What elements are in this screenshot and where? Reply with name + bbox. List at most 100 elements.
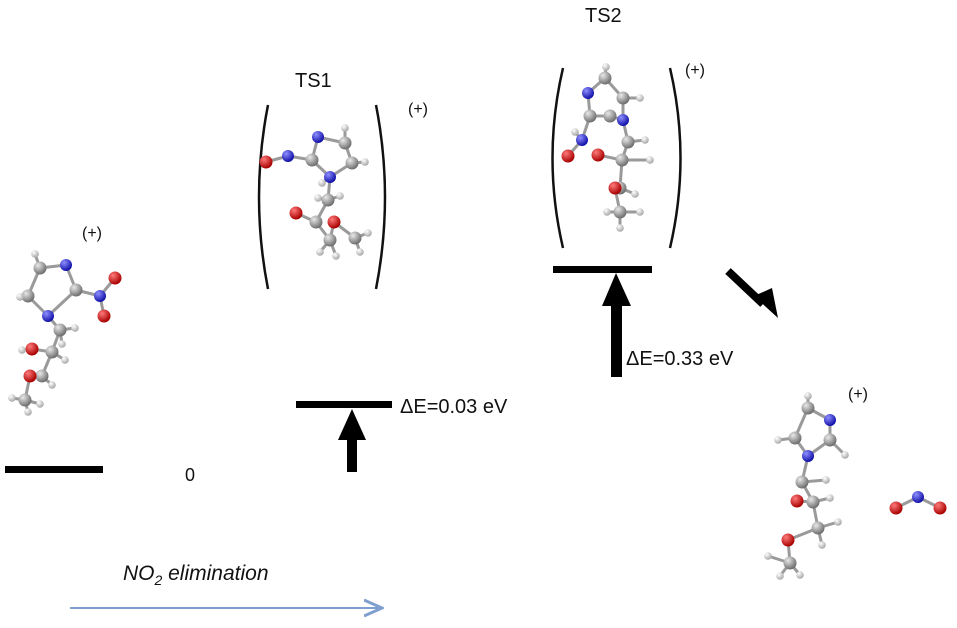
nitrogen-atom (324, 171, 336, 183)
carbon-atom (621, 135, 635, 149)
hydrogen-atom (818, 541, 826, 549)
nitrogen-atom (576, 134, 588, 146)
oxygen-atom (561, 149, 575, 163)
hydrogen-atom (804, 392, 812, 400)
axis-title-text: elimination (162, 562, 269, 585)
hydrogen-atom (58, 340, 66, 348)
carbon-atom (806, 495, 820, 509)
carbon-atom (348, 231, 362, 245)
hydrogen-atom (8, 394, 16, 402)
nitrogen-atom (60, 259, 72, 271)
hydrogen-atom (603, 208, 611, 216)
ts1-label: TS1 (295, 70, 332, 92)
carbon-atom (345, 156, 359, 170)
ts1-bracket-left (257, 104, 270, 290)
carbon-atom (321, 193, 335, 207)
ts1-energy-label: ΔE=0.03 eV (400, 396, 508, 418)
oxygen-atom (591, 148, 605, 162)
ts2-charge: (+) (685, 62, 705, 79)
hydrogen-atom (71, 324, 79, 332)
carbon-atom (615, 153, 629, 167)
hydrogen-atom (764, 552, 772, 560)
nitrogen-atom (582, 87, 594, 99)
oxygen-atom (108, 271, 122, 285)
nitrogen-atom (94, 290, 106, 302)
oxygen-atom (608, 181, 622, 195)
oxygen-atom (289, 206, 303, 220)
hydrogen-atom (332, 252, 340, 260)
nitrogen-atom (617, 114, 629, 126)
nitrogen-atom (802, 450, 814, 462)
hydrogen-atom (776, 572, 784, 580)
carbon-atom (18, 393, 32, 407)
carbon-atom (598, 71, 612, 85)
ts1-bracket-right (374, 104, 387, 290)
ts1-molecule (259, 124, 372, 260)
hydrogen-atom (361, 158, 369, 166)
oxygen-atom (790, 494, 804, 508)
ts1-level (296, 401, 392, 408)
carbon-atom (309, 215, 323, 229)
ts1-barrier-arrow (338, 409, 366, 472)
hydrogen-atom (336, 192, 344, 200)
ts2-bracket-left (551, 67, 565, 249)
carbon-atom (53, 323, 67, 337)
product-charge: (+) (848, 386, 868, 403)
nitrogen-atom (312, 131, 324, 143)
hydrogen-atom (646, 156, 654, 164)
oxygen-atom (25, 342, 39, 356)
hydrogen-atom (826, 494, 834, 502)
hydrogen-atom (834, 518, 842, 526)
hydrogen-atom (316, 248, 324, 256)
hydrogen-atom (616, 224, 624, 232)
carbon-atom (305, 153, 319, 167)
carbon-atom (616, 91, 630, 105)
carbon-atom (613, 205, 627, 219)
hydrogen-atom (364, 229, 372, 237)
oxygen-atom (781, 533, 795, 547)
product-molecule (764, 392, 849, 580)
oxygen-atom (889, 501, 903, 515)
hydrogen-atom (636, 94, 644, 102)
oxygen-atom (933, 501, 947, 515)
reactant-level (5, 466, 103, 473)
product-direction-arrow (725, 268, 778, 318)
ts2-barrier-arrow (602, 273, 631, 377)
carbon-atom (33, 261, 47, 275)
carbon-atom (323, 233, 337, 247)
axis-title-subscript: 2 (154, 572, 163, 589)
ts2-level (553, 266, 652, 273)
oxygen-atom (23, 369, 37, 383)
carbon-atom (338, 136, 352, 150)
carbon-atom (603, 109, 617, 123)
carbon-atom (823, 433, 837, 447)
carbon-atom (21, 289, 35, 303)
hydrogen-atom (641, 136, 649, 144)
hydrogen-atom (822, 476, 830, 484)
hydrogen-atom (356, 248, 364, 256)
hydrogen-atom (16, 293, 24, 301)
carbon-atom (801, 401, 815, 415)
nitrogen-atom (42, 310, 54, 322)
nitrogen-atom (282, 150, 294, 162)
hydrogen-atom (36, 400, 44, 408)
hydrogen-atom (774, 436, 782, 444)
hydrogen-atom (841, 451, 849, 459)
ts2-energy-label: ΔE=0.33 eV (626, 348, 734, 370)
hydrogen-atom (602, 63, 610, 71)
carbon-atom (788, 431, 802, 445)
zero-energy-label: 0 (185, 465, 196, 485)
reactant-molecule (8, 250, 122, 416)
oxygen-atom (259, 155, 273, 169)
hydrogen-atom (48, 381, 56, 389)
axis-title-formula: NO (123, 562, 155, 585)
carbon-atom (45, 345, 59, 359)
no2-fragment (889, 491, 947, 515)
carbon-atom (795, 475, 809, 489)
oxygen-atom (327, 215, 341, 229)
hydrogen-atom (631, 190, 639, 198)
reaction-coordinate-title: NO2 elimination (123, 562, 269, 588)
ts2-bracket-right (668, 67, 682, 249)
